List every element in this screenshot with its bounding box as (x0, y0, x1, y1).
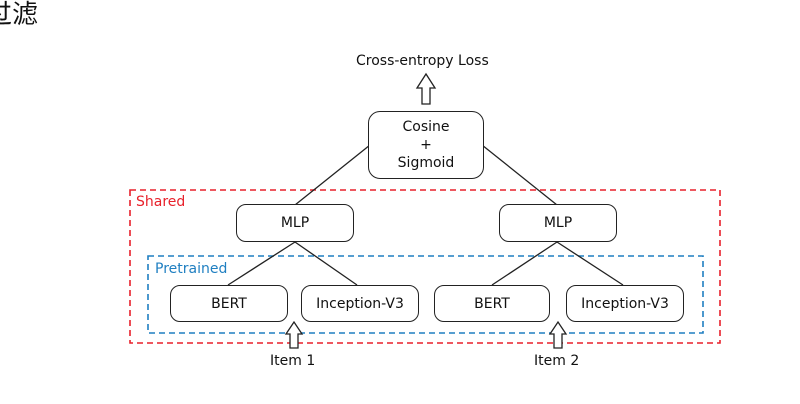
edge-left-inception-to-mlp (294, 241, 358, 286)
edge-right-inception-to-mlp (556, 241, 624, 286)
cosine-line-2: + (420, 137, 432, 153)
shared-group-box (129, 189, 721, 344)
cosine-sigmoid-node: Cosine + Sigmoid (368, 111, 484, 179)
up-arrow-icon-item2 (548, 320, 568, 349)
left-mlp-node: MLP (236, 204, 354, 242)
left-inception-node: Inception-V3 (301, 285, 419, 322)
up-arrow-icon-loss (415, 72, 437, 105)
right-mlp-node: MLP (499, 204, 617, 242)
cosine-line-3: Sigmoid (397, 155, 455, 171)
right-inception-node: Inception-V3 (566, 285, 684, 322)
edge-right-mlp-to-cosine (481, 144, 558, 206)
item-1-label: Item 1 (270, 353, 316, 369)
edge-right-bert-to-mlp (491, 241, 558, 286)
edge-left-mlp-to-cosine (294, 144, 371, 206)
shared-label: Shared (136, 194, 186, 210)
right-bert-node: BERT (434, 285, 550, 322)
loss-label: Cross-entropy Loss (356, 53, 489, 69)
cosine-line-1: Cosine (402, 119, 450, 135)
clipped-header-text: 过滤 (0, 0, 39, 30)
edge-left-bert-to-mlp (227, 241, 296, 286)
item-2-label: Item 2 (534, 353, 580, 369)
up-arrow-icon-item1 (284, 320, 304, 349)
pretrained-group-box (147, 255, 704, 334)
pretrained-label: Pretrained (155, 261, 228, 277)
left-bert-node: BERT (170, 285, 288, 322)
